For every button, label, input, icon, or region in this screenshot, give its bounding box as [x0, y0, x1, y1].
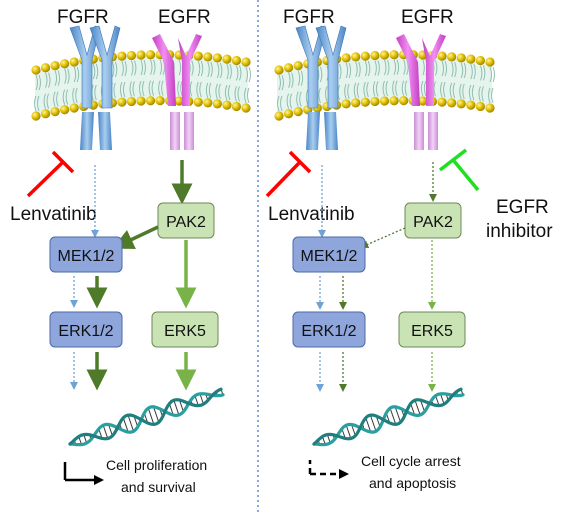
lenvatinib-label: Lenvatinib [268, 204, 355, 225]
outcome-line2: and survival [121, 479, 196, 495]
erk5-label: ERK5 [164, 323, 206, 340]
lenvatinib-inhibition [28, 152, 73, 196]
arrow-pak2-mek [122, 227, 158, 244]
arrow-pak2-mek [364, 228, 405, 246]
egfr-inhibitor-label-1: EGFR [496, 197, 549, 218]
pak2-label: PAK2 [413, 214, 453, 231]
mek-label: MEK1/2 [58, 248, 115, 265]
dna-helix [314, 389, 463, 444]
outcome-line1: Cell cycle arrest [361, 453, 461, 469]
fgfr-label: FGFR [57, 7, 109, 28]
erk12-label: ERK1/2 [58, 323, 113, 340]
outcome-line1: Cell proliferation [106, 457, 207, 473]
cell-membrane [31, 50, 250, 121]
mek-label: MEK1/2 [301, 248, 358, 265]
egfr-label: EGFR [158, 7, 211, 28]
egfr-label: EGFR [401, 7, 454, 28]
erk5-label: ERK5 [411, 323, 453, 340]
cell-membrane [274, 50, 494, 121]
outcome-line2: and apoptosis [369, 475, 456, 491]
panel-left: FGFR EGFR Lenvatinib PAK2 MEK1/2 ERK1/2 … [10, 7, 251, 495]
erk12-label: ERK1/2 [301, 323, 356, 340]
egfr-inhibitor-label-2: inhibitor [486, 221, 553, 242]
outcome-arrow-solid [65, 462, 99, 480]
lenvatinib-inhibition [267, 152, 310, 196]
fgfr-label: FGFR [283, 7, 335, 28]
outcome-arrow-dashed [310, 460, 344, 474]
dna-helix [70, 389, 223, 444]
egfr-inhibitor-inhibition [440, 150, 478, 190]
lenvatinib-label: Lenvatinib [10, 204, 97, 225]
pak2-label: PAK2 [166, 214, 206, 231]
panel-right: FGFR EGFR Lenvatinib EGFR inhibitor PAK2… [267, 7, 553, 491]
